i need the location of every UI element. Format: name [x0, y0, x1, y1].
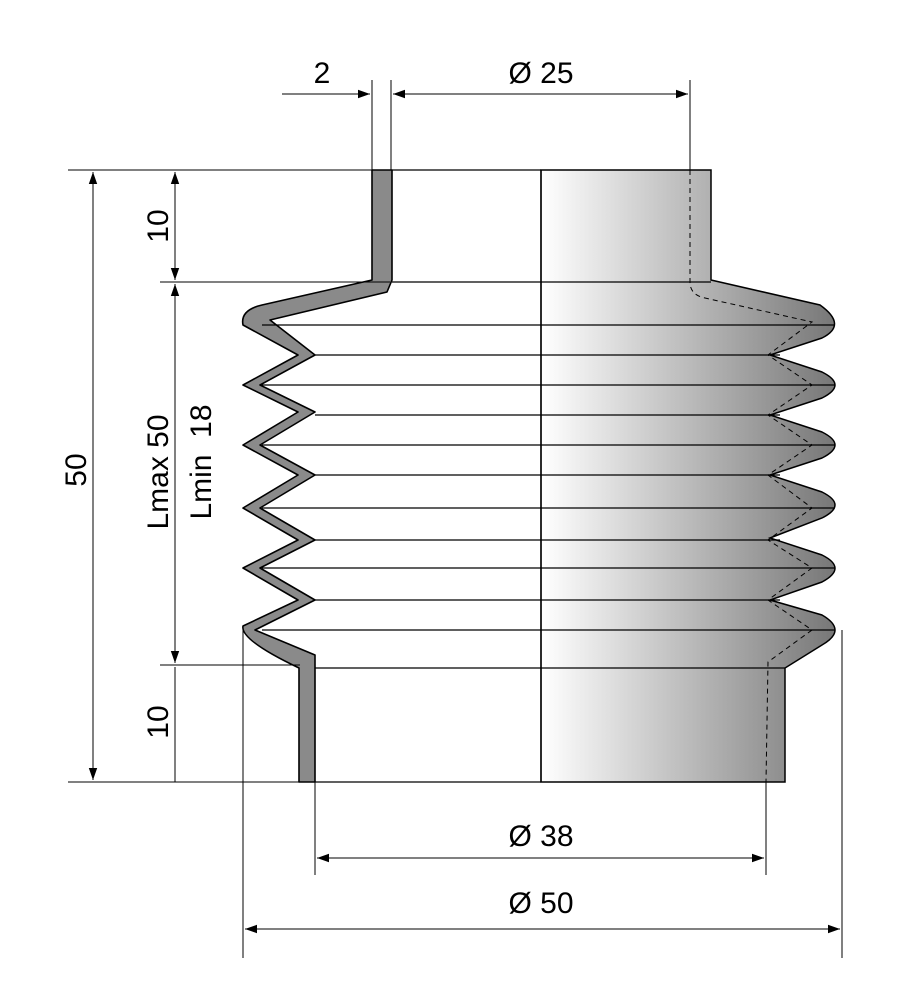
wall-thickness-label: 2 — [314, 57, 331, 90]
fold-lines — [262, 169, 835, 783]
bellows-length-min-label: Lmin 18 — [185, 404, 218, 519]
top-diameter-label: Ø 25 — [508, 57, 573, 90]
bottom-inner-diameter-label: Ø 38 — [508, 820, 573, 853]
dimension-lines — [88, 89, 840, 934]
hidden-inner-contour — [689, 170, 814, 783]
extension-lines — [68, 80, 843, 958]
total-height-label: 50 — [60, 453, 93, 486]
top-collar-height-label: 10 — [142, 209, 175, 242]
bellows-left-wall-section — [241, 169, 393, 783]
bellows-length-max-label: Lmax 50 — [142, 414, 175, 529]
outer-diameter-label: Ø 50 — [508, 887, 573, 920]
bellows-right-shaded-half — [540, 169, 836, 783]
bottom-collar-height-label: 10 — [142, 705, 175, 738]
